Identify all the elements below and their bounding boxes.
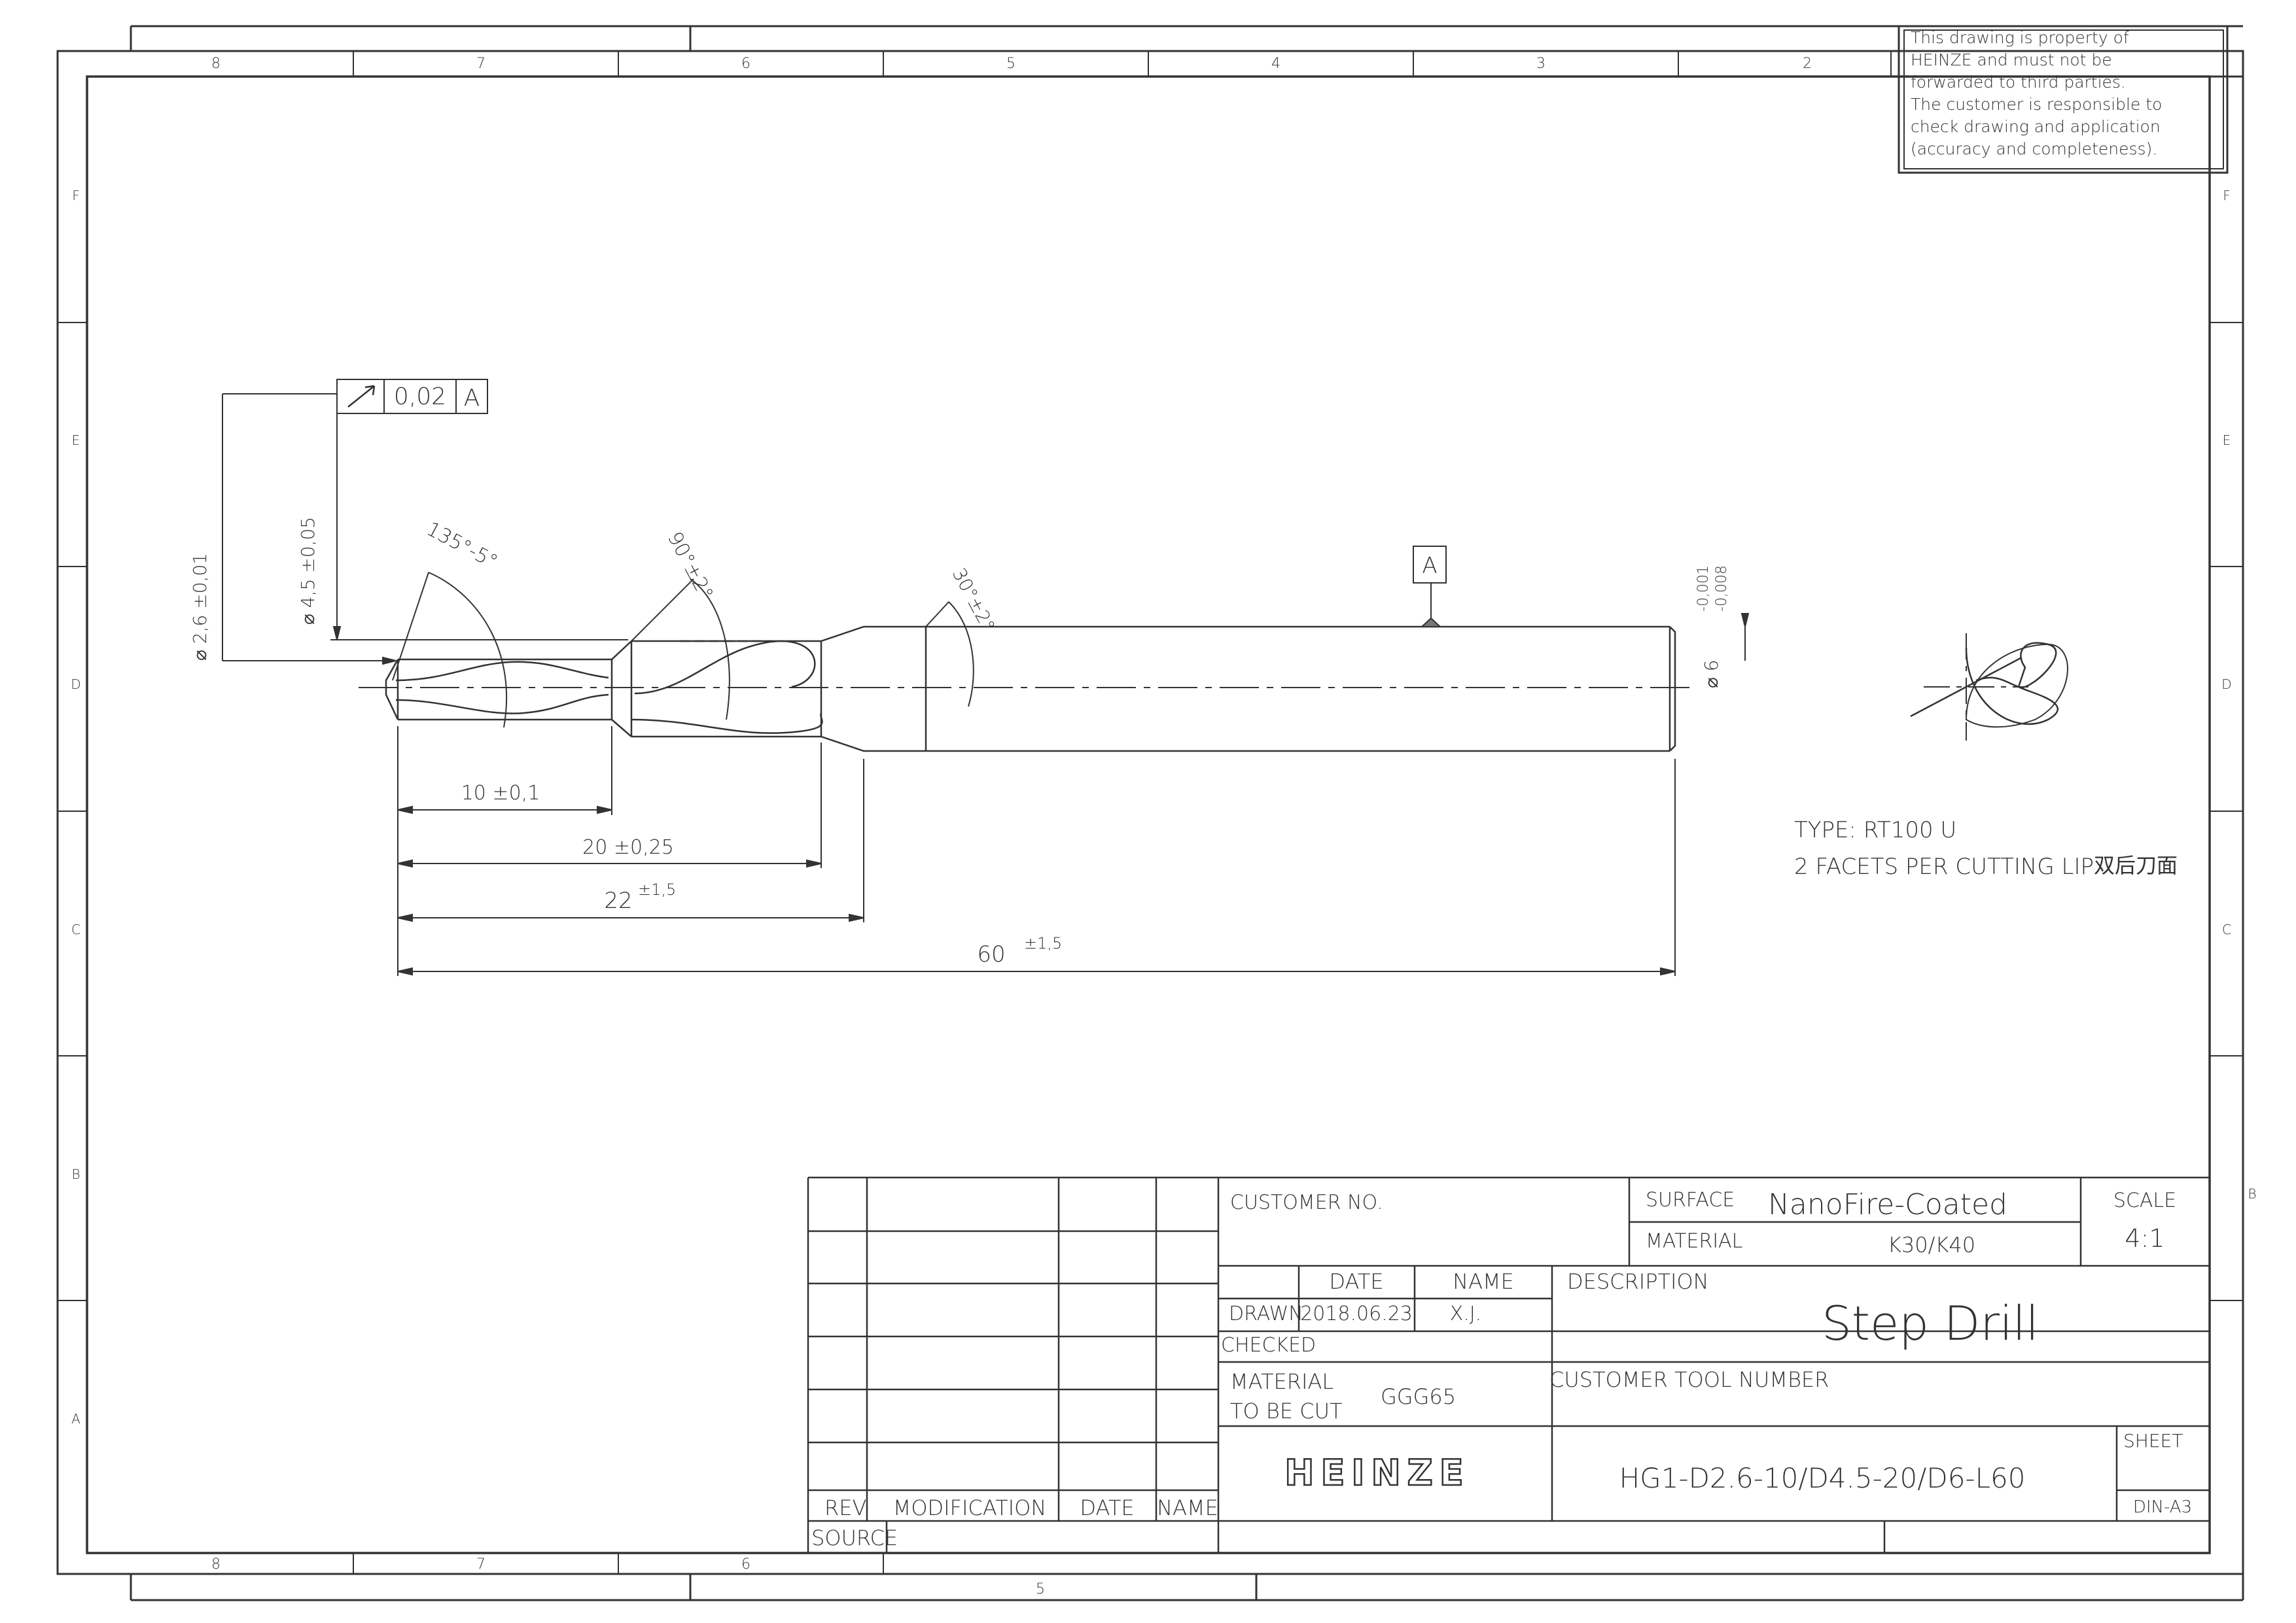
datum-label: A: [1422, 553, 1437, 579]
customer-no-label: CUSTOMER NO.: [1230, 1191, 1383, 1214]
drawn-date: 2018.06.23: [1300, 1302, 1413, 1325]
row-label: B: [2248, 1186, 2256, 1202]
length-body-tol: ±1,5: [638, 881, 676, 899]
drawing-frame: [56, 25, 2244, 1601]
row-labels-right: F E D C B: [2221, 188, 2256, 1202]
notice-line: check drawing and application: [1911, 117, 2161, 136]
col-label: 4: [1271, 56, 1280, 72]
material-to-cut-label: MATERIAL: [1230, 1369, 1333, 1394]
notice-line: The customer is responsible to: [1911, 95, 2162, 114]
facets-note: 2 FACETS PER CUTTING LIP: [1794, 854, 2094, 880]
row-label: C: [2222, 922, 2231, 937]
scale-label: SCALE: [2113, 1189, 2176, 1212]
source-label: SOURCE: [811, 1526, 898, 1550]
step-angle: 90°±2°: [663, 528, 718, 604]
heinze-logo: HEINZE: [1284, 1452, 1470, 1493]
zone-ticks: [58, 51, 2243, 1574]
col-label: 5: [1036, 1581, 1045, 1597]
type-note: TYPE: RT100 U: [1794, 817, 1956, 843]
rev-date-label: DATE: [1080, 1495, 1134, 1520]
scale-value: 4:1: [2125, 1224, 2164, 1253]
property-notice: This drawing is property of HEINZE and m…: [1898, 25, 2229, 174]
row-label: A: [71, 1411, 80, 1427]
date-label: DATE: [1329, 1269, 1383, 1294]
geometric-tolerance-frame: 0,02 A: [336, 379, 488, 414]
row-label: D: [2221, 676, 2231, 692]
row-label: E: [2223, 432, 2231, 448]
drill-side-view: [359, 625, 1689, 752]
col-label: 2: [1803, 56, 1812, 72]
shank-diameter: ⌀ 6: [1701, 659, 1722, 688]
dimension-lines: [222, 393, 1750, 976]
material-to-cut-label: TO BE CUT: [1230, 1399, 1343, 1423]
material-label: MATERIAL: [1646, 1230, 1742, 1253]
runout-arrow-icon: [347, 385, 376, 408]
length-flute: 20 ±0,25: [582, 836, 674, 859]
row-label: D: [71, 676, 80, 692]
col-label: 7: [476, 56, 486, 72]
facets-note-cn: 双后刀面: [2094, 853, 2178, 878]
name-label: NAME: [1453, 1269, 1514, 1294]
material-value: K30/K40: [1888, 1232, 1975, 1257]
chamfer-angle: 30°±2°: [948, 565, 999, 635]
sheet-label: SHEET: [2123, 1430, 2183, 1452]
dimension-texts: ⌀ 2,6 ±0,01 ⌀ 4,5 ±0,05 ⌀ 6 -0,001 -0,00…: [189, 517, 1730, 968]
column-labels-bottom: 8 7 6 5: [211, 1556, 1045, 1597]
col-label: 6: [741, 56, 751, 72]
length-body: 22: [604, 888, 632, 914]
tolerance-datum: A: [464, 385, 480, 411]
row-label: B: [71, 1166, 80, 1182]
step-diameter: ⌀ 4,5 ±0,05: [297, 517, 319, 625]
shank-tol-upper: -0,001: [1695, 565, 1712, 612]
pilot-diameter: ⌀ 2,6 ±0,01: [189, 553, 211, 661]
drill-end-view: [1910, 633, 2068, 741]
drawn-name: X.J.: [1450, 1302, 1481, 1325]
title-block: CUSTOMER NO. SURFACE NanoFire-Coated MAT…: [807, 1176, 2210, 1553]
notice-line: This drawing is property of: [1911, 28, 2129, 47]
length-step: 10 ±0,1: [461, 782, 540, 805]
description-value: Step Drill: [1822, 1296, 2039, 1351]
notice-line: forwarded to third parties.: [1911, 73, 2126, 92]
shank-tol-lower: -0,008: [1714, 565, 1730, 612]
format-label: DIN-A3: [2133, 1497, 2192, 1517]
modification-label: MODIFICATION: [893, 1495, 1047, 1520]
col-label: 6: [741, 1556, 751, 1573]
customer-tool-label: CUSTOMER TOOL NUMBER: [1549, 1367, 1829, 1392]
row-label: E: [72, 432, 80, 448]
notice-line: (accuracy and completeness).: [1911, 139, 2157, 158]
column-labels-top: 8 7 6 5 4 3 2: [211, 56, 1812, 72]
col-label: 3: [1536, 56, 1545, 72]
description-label: DESCRIPTION: [1567, 1269, 1709, 1294]
material-to-cut-value: GGG65: [1381, 1384, 1456, 1409]
checked-label: CHECKED: [1221, 1334, 1316, 1357]
tolerance-value: 0,02: [394, 383, 446, 410]
type-notes: TYPE: RT100 U 2 FACETS PER CUTTING LIP 双…: [1794, 817, 2178, 880]
notice-line: HEINZE and must not be: [1911, 50, 2112, 69]
surface-label: SURFACE: [1646, 1189, 1735, 1212]
point-angle: 135°-5°: [423, 517, 501, 574]
row-label: F: [2223, 188, 2231, 203]
row-label: F: [72, 188, 80, 203]
surface-value: NanoFire-Coated: [1768, 1188, 2007, 1221]
drawn-label: DRAWN: [1229, 1302, 1303, 1325]
col-label: 5: [1006, 56, 1016, 72]
col-label: 8: [211, 1556, 221, 1573]
tool-number: HG1-D2.6-10/D4.5-20/D6-L60: [1619, 1462, 2026, 1494]
rev-label: REV.: [824, 1495, 870, 1520]
datum-flag: A: [1413, 546, 1447, 584]
length-overall-tol: ±1,5: [1024, 934, 1062, 952]
row-labels-left: F E D C B A: [71, 188, 80, 1427]
col-label: 7: [476, 1556, 486, 1573]
rev-name-label: NAME: [1157, 1495, 1218, 1520]
length-overall: 60: [977, 941, 1005, 968]
row-label: C: [71, 922, 80, 937]
col-label: 8: [211, 56, 221, 72]
